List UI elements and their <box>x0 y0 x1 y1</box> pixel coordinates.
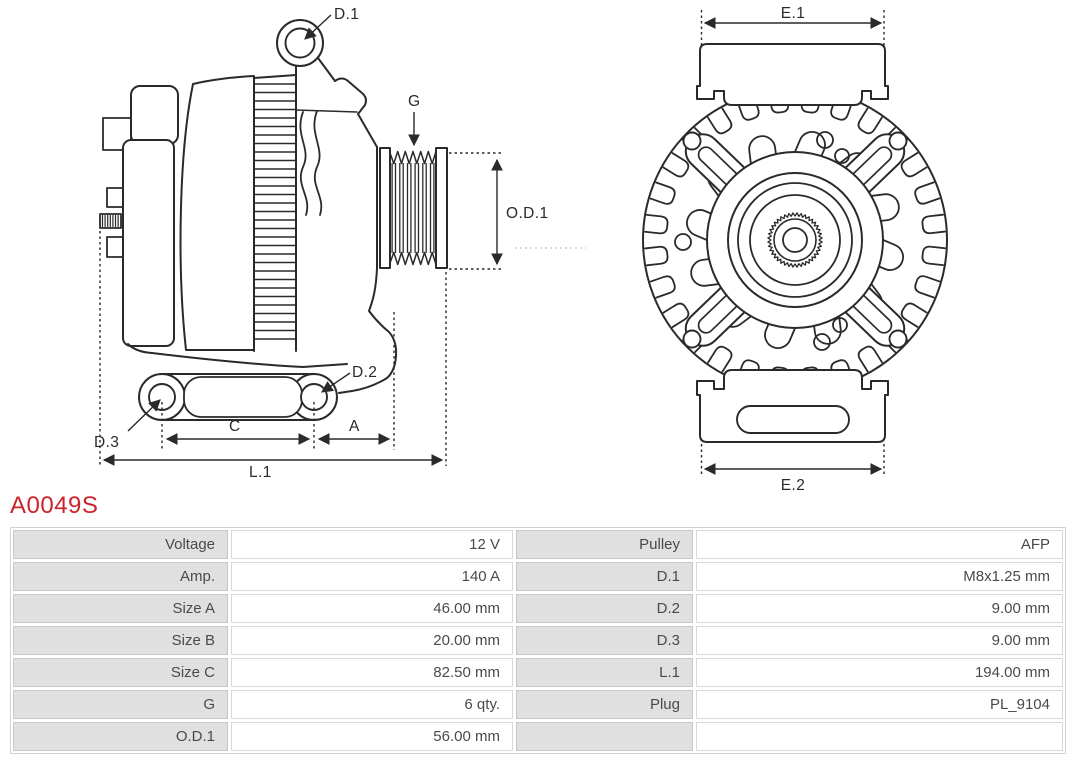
spec-label-cell: G <box>13 690 228 719</box>
belt-pulley <box>379 147 448 269</box>
bottom-bracket-slot <box>736 405 850 434</box>
front-view <box>642 43 948 443</box>
dim-label-d1: D.1 <box>334 6 359 23</box>
shaft-bore <box>782 227 808 253</box>
spec-value-cell: 9.00 mm <box>696 626 1063 655</box>
side-view-dimensions: D.1 G O.D.1 D.2 D.3 C A L.1 <box>94 6 586 481</box>
dim-label-e1: E.1 <box>781 5 805 22</box>
brace-hole <box>682 131 702 151</box>
lug-hole-d2 <box>300 383 328 411</box>
spec-label-cell: Size B <box>13 626 228 655</box>
part-number: A0049S <box>10 492 99 519</box>
leader-d2 <box>321 372 351 393</box>
dim-label-l1: L.1 <box>249 464 272 481</box>
spec-label-cell: D.3 <box>516 626 693 655</box>
brace-hole <box>888 131 908 151</box>
spec-value-cell: 56.00 mm <box>231 722 513 751</box>
leader-d1 <box>304 14 332 40</box>
spec-value-cell <box>696 722 1063 751</box>
spec-label-cell: Amp. <box>13 562 228 591</box>
vent-holes <box>674 131 850 351</box>
spec-label-cell: Size C <box>13 658 228 687</box>
shaft-splines <box>767 212 823 268</box>
front-view-dimensions: E.1 E.2 <box>700 5 885 494</box>
spec-value-cell: 9.00 mm <box>696 594 1063 623</box>
spec-value-cell: PL_9104 <box>696 690 1063 719</box>
spec-label-cell: Size A <box>13 594 228 623</box>
spec-value-cell: AFP <box>696 530 1063 559</box>
stator-ribs <box>253 83 297 340</box>
spec-value-cell: 140 A <box>231 562 513 591</box>
side-view <box>99 19 448 421</box>
spec-label-cell: D.2 <box>516 594 693 623</box>
dim-label-d2: D.2 <box>352 364 377 381</box>
rear-cover <box>99 85 179 354</box>
spec-label-cell: O.D.1 <box>13 722 228 751</box>
spec-value-cell: 20.00 mm <box>231 626 513 655</box>
dim-label-c: C <box>229 418 241 435</box>
dim-label-g: G <box>408 93 420 110</box>
dim-label-e2: E.2 <box>781 477 805 494</box>
spec-value-cell: M8x1.25 mm <box>696 562 1063 591</box>
top-bracket <box>696 43 889 106</box>
spec-value-cell: 194.00 mm <box>696 658 1063 687</box>
technical-drawing: D.1 G O.D.1 D.2 D.3 C A L.1 <box>94 5 948 494</box>
shaft-hub <box>706 151 884 329</box>
leader-d3 <box>127 399 161 432</box>
spec-value-cell: 82.50 mm <box>231 658 513 687</box>
top-ear-boss <box>276 19 324 67</box>
dim-label-a: A <box>349 418 360 435</box>
spec-label-cell: L.1 <box>516 658 693 687</box>
mounting-lugs <box>138 373 338 421</box>
spec-label-cell: Pulley <box>516 530 693 559</box>
dim-label-d3: D.3 <box>94 434 119 451</box>
spec-value-cell: 6 qty. <box>231 690 513 719</box>
spec-value-cell: 12 V <box>231 530 513 559</box>
spec-label-cell <box>516 722 693 751</box>
alternator-mid-housing <box>179 75 255 351</box>
spec-value-cell: 46.00 mm <box>231 594 513 623</box>
brace-hole <box>888 329 908 349</box>
spec-label-cell: Plug <box>516 690 693 719</box>
top-ear-hole <box>284 27 316 59</box>
spec-label-cell: D.1 <box>516 562 693 591</box>
brace-hole <box>682 329 702 349</box>
dim-label-od1: O.D.1 <box>506 205 548 222</box>
spec-label-cell: Voltage <box>13 530 228 559</box>
